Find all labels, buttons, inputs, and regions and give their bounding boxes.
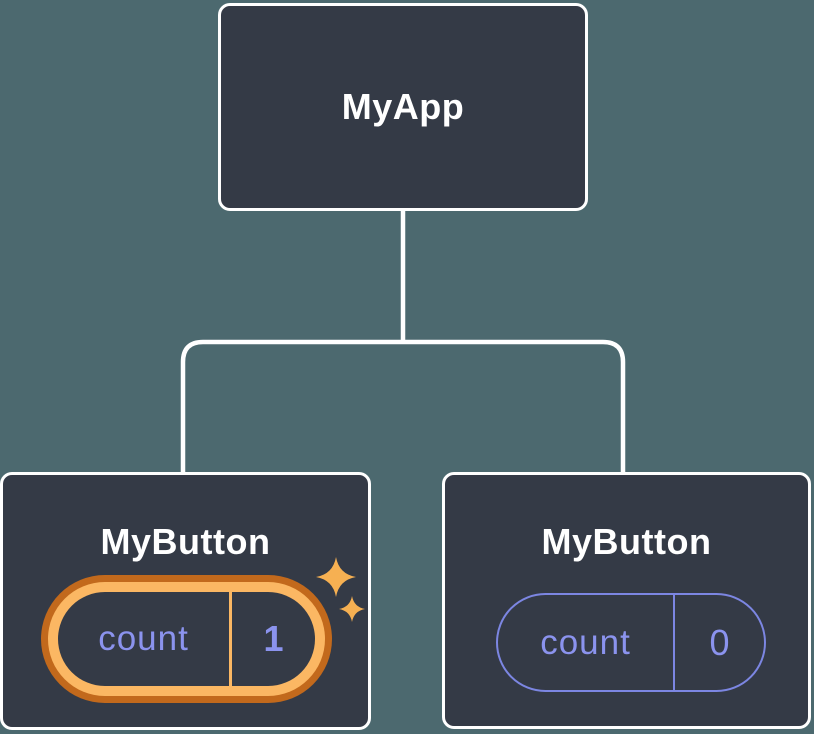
branch-bracket-line — [180, 339, 626, 472]
node-myapp-label: MyApp — [341, 86, 465, 127]
node-myapp: MyApp — [218, 3, 588, 211]
state-pill-plain: count 0 — [496, 593, 766, 692]
node-mybutton-plain: MyButton count 0 — [442, 472, 811, 729]
state-pill-highlighted: count 1 — [41, 575, 332, 703]
node-mybutton-highlighted-label: MyButton — [100, 521, 271, 562]
state-pill-divider — [673, 595, 675, 690]
state-value-segment: 1 — [232, 592, 315, 686]
state-value-label: 0 — [709, 621, 730, 663]
state-value-segment: 0 — [675, 595, 764, 690]
state-key-label: count — [540, 622, 631, 662]
state-pill-highlight-ring: count 1 — [48, 582, 325, 696]
state-key-segment: count — [498, 595, 673, 690]
node-mybutton-plain-label: MyButton — [541, 521, 712, 562]
node-mybutton-highlighted: MyButton count 1 — [0, 472, 371, 730]
state-value-label: 1 — [263, 618, 284, 659]
state-key-segment: count — [58, 592, 229, 686]
state-pill-core: count 1 — [58, 592, 315, 686]
state-pill-divider — [229, 592, 232, 686]
state-key-label: count — [98, 619, 189, 658]
